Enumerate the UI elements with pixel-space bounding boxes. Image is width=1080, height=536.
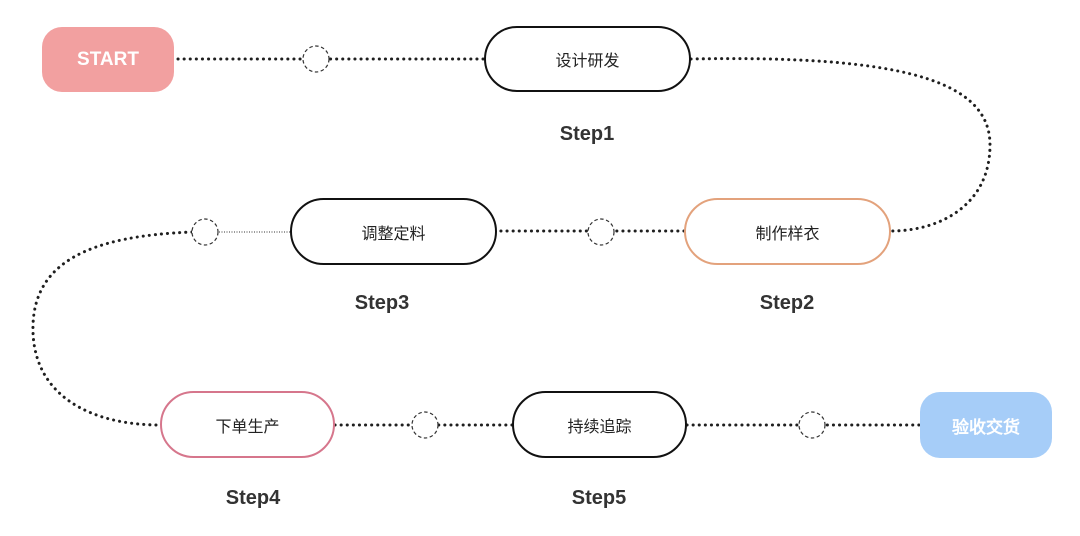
waypoint-circle: [587, 218, 615, 246]
step3-label: Step3: [354, 292, 410, 314]
step3-node: 调整定料: [290, 198, 497, 265]
waypoint-circle: [798, 411, 826, 439]
step4-node: 下单生产: [160, 391, 335, 458]
waypoint-circle: [302, 45, 330, 73]
step1-node: 设计研发: [484, 26, 691, 92]
waypoint-circle: [191, 218, 219, 246]
connector-step1-to-step2: [689, 57, 992, 233]
step1-label: Step1: [559, 123, 615, 145]
step2-node: 制作样衣: [684, 198, 891, 265]
step2-label: Step2: [759, 292, 815, 314]
step5-node: 持续追踪: [512, 391, 687, 458]
waypoint-circle: [411, 411, 439, 439]
step4-label: Step4: [225, 487, 281, 509]
end-node: 验收交货: [920, 392, 1052, 458]
step5-label: Step5: [571, 487, 627, 509]
connector-step3-to-step4: [31, 230, 194, 427]
start-node: START: [42, 27, 174, 92]
